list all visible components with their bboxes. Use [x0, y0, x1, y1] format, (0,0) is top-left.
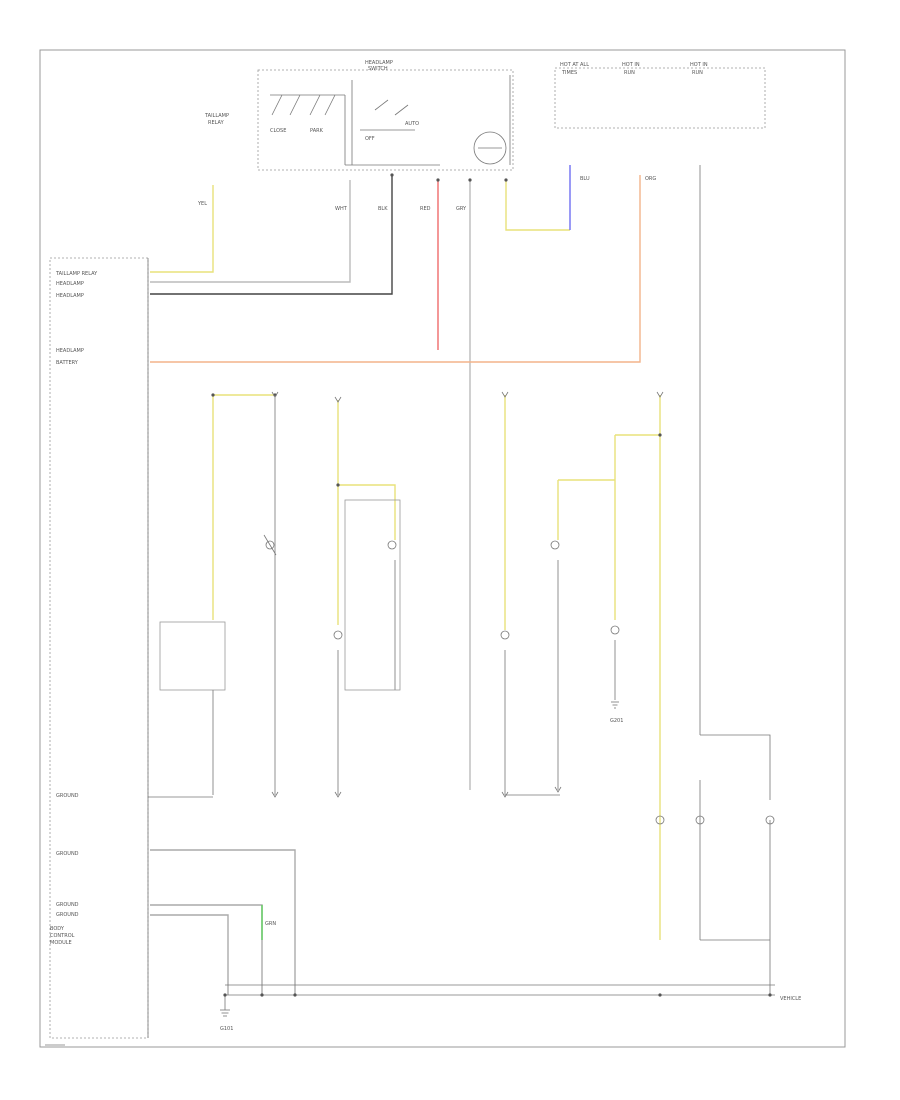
bcm-label-2: CONTROL — [50, 933, 75, 939]
switch-icon — [333, 540, 397, 640]
footer-label: VEHICLE — [780, 996, 801, 1002]
svg-text:CLOSE: CLOSE — [270, 128, 286, 134]
pin-label-5: BATTERY — [56, 360, 79, 366]
ground-label-1: G101 — [220, 1026, 233, 1032]
fuse-a-label: HOT AT ALL — [560, 62, 589, 68]
body-control-module: TAILLAMP RELAY HEADLAMP HEADLAMP HEADLAM… — [49, 257, 149, 1039]
fuse-a-label-2: TIMES — [561, 70, 577, 76]
wire-label-blu: BLU — [580, 176, 590, 182]
pin-label-4: HEADLAMP — [56, 348, 84, 354]
switch-icon — [610, 625, 620, 635]
pin-label-6: GROUND — [56, 793, 79, 799]
ground-icon — [220, 995, 230, 1017]
ground-icon — [611, 701, 619, 709]
wire-label-org: ORG — [645, 176, 656, 182]
svg-text:AUTO: AUTO — [405, 121, 419, 127]
headlamp-switch: HEADLAMP SWITCH CLOSE PARK OFF AUTO — [257, 60, 514, 171]
svg-text:OFF: OFF — [365, 136, 375, 142]
connector-arrows — [271, 391, 664, 798]
bcm-label-3: MODULE — [50, 940, 72, 946]
wire-label-grn: GRN — [265, 921, 276, 927]
pin-label-1: TAILLAMP RELAY — [55, 271, 98, 277]
bcm-label-1: BODY — [50, 926, 65, 932]
fuse-b-label: HOT IN — [622, 62, 640, 68]
module-left-label-2: RELAY — [208, 120, 225, 126]
switch-icon — [270, 80, 440, 166]
wire-label-blk: BLK — [378, 206, 388, 212]
lamp-icon — [473, 131, 507, 165]
switch-icon — [500, 540, 560, 640]
ground-label-2: G201 — [610, 718, 623, 724]
wire-label-wht: WHT — [335, 206, 348, 212]
connector-icon — [211, 173, 772, 997]
module-left-label: TAILLAMP — [204, 113, 229, 119]
wire-label-gry: GRY — [456, 206, 467, 212]
pin-label-9: GROUND — [56, 912, 79, 918]
pin-label-8: GROUND — [56, 902, 79, 908]
pin-label-3: HEADLAMP — [56, 293, 84, 299]
wire-label-yel: YEL — [197, 201, 207, 207]
svg-text:PARK: PARK — [310, 128, 324, 134]
wire-label-red: RED — [420, 206, 431, 212]
diagram-frame — [39, 49, 846, 1048]
pin-label-2: HEADLAMP — [56, 281, 84, 287]
switch-icon — [655, 815, 775, 825]
switch-icon — [263, 534, 277, 556]
fuse-c-label-2: RUN — [692, 70, 703, 76]
fuse-labels: HOT AT ALL TIMES HOT IN RUN HOT IN RUN — [554, 62, 766, 129]
switch-title: HEADLAMP — [365, 60, 393, 66]
fuse-b-label-2: RUN — [624, 70, 635, 76]
pin-label-7: GROUND — [56, 851, 79, 857]
fuse-c-label: HOT IN — [690, 62, 708, 68]
switch-subtitle: SWITCH — [368, 66, 388, 72]
